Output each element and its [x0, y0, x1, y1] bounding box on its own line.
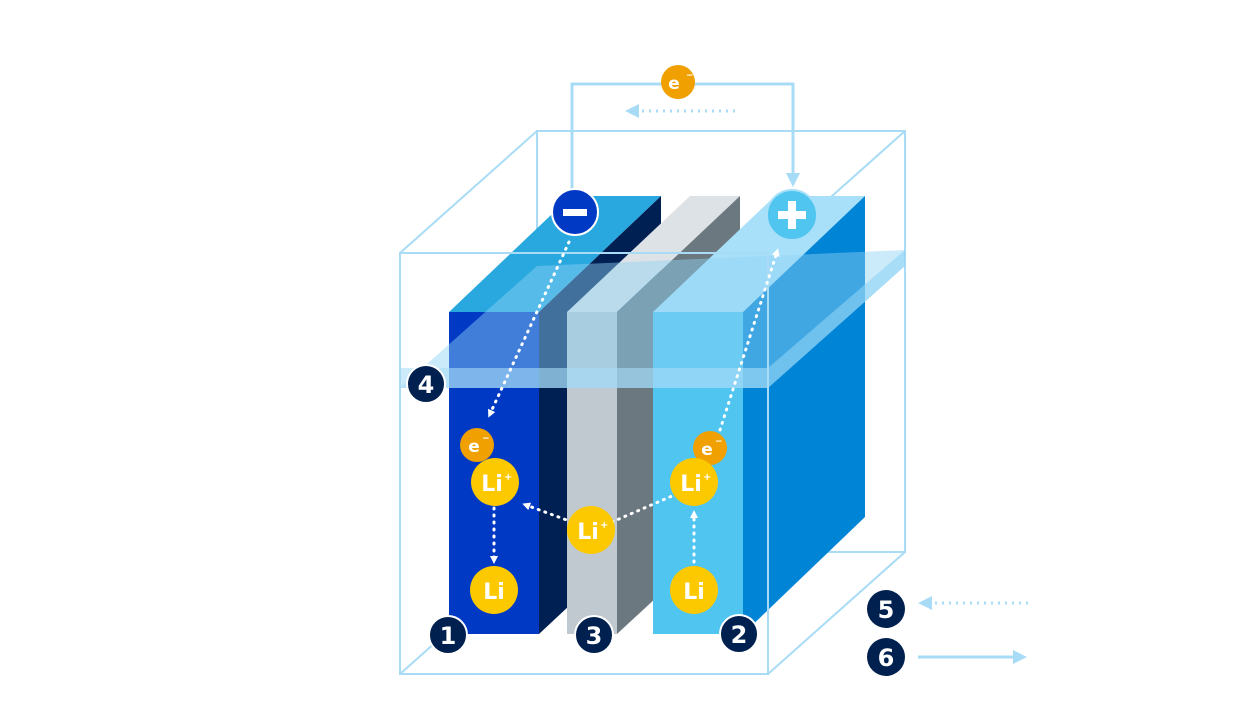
- svg-text:5: 5: [878, 596, 895, 624]
- legend-solid: 6: [867, 638, 1027, 676]
- svg-text:Li: Li: [680, 472, 702, 497]
- svg-text:4: 4: [418, 371, 435, 399]
- lithium-ion-cathode: Li +: [670, 458, 718, 506]
- lithium-ion-separator: Li +: [567, 506, 615, 554]
- svg-text:e: e: [668, 74, 680, 94]
- svg-text:2: 2: [731, 621, 748, 649]
- external-circuit-wire: [570, 82, 800, 195]
- legend-dotted: 5: [867, 590, 1028, 628]
- svg-text:Li: Li: [683, 580, 705, 605]
- svg-text:−: −: [482, 434, 490, 444]
- wire-electron: e −: [661, 65, 695, 99]
- label-separator: 3: [574, 615, 614, 655]
- svg-text:Li: Li: [483, 580, 505, 605]
- internal-flow-arrows: [488, 240, 780, 564]
- svg-text:−: −: [686, 71, 694, 81]
- svg-text:+: +: [600, 520, 608, 531]
- svg-text:+: +: [504, 472, 512, 483]
- svg-text:−: −: [715, 437, 723, 447]
- svg-text:e: e: [701, 440, 713, 460]
- electron-cathode: e −: [693, 431, 727, 465]
- casing-front: [399, 252, 906, 675]
- positive-terminal: [766, 189, 818, 241]
- plus-icon: [778, 201, 806, 229]
- electrolyte-plane: [400, 250, 905, 388]
- svg-text:Li: Li: [481, 472, 503, 497]
- label-electrolyte: 4: [406, 364, 446, 404]
- label-anode: 1: [428, 615, 468, 655]
- svg-text:3: 3: [586, 622, 603, 650]
- minus-icon: [563, 209, 587, 216]
- label-cathode: 2: [719, 614, 759, 654]
- svg-text:+: +: [703, 472, 711, 483]
- negative-terminal: [551, 188, 599, 236]
- svg-text:Li: Li: [577, 520, 599, 545]
- svg-text:6: 6: [878, 644, 895, 672]
- svg-text:1: 1: [440, 622, 457, 650]
- lithium-atom-cathode: Li: [670, 566, 718, 614]
- lithium-ion-anode: Li +: [471, 458, 519, 506]
- electron-anode: e −: [460, 428, 494, 462]
- svg-text:e: e: [468, 437, 480, 457]
- lithium-atom-anode: Li: [470, 566, 518, 614]
